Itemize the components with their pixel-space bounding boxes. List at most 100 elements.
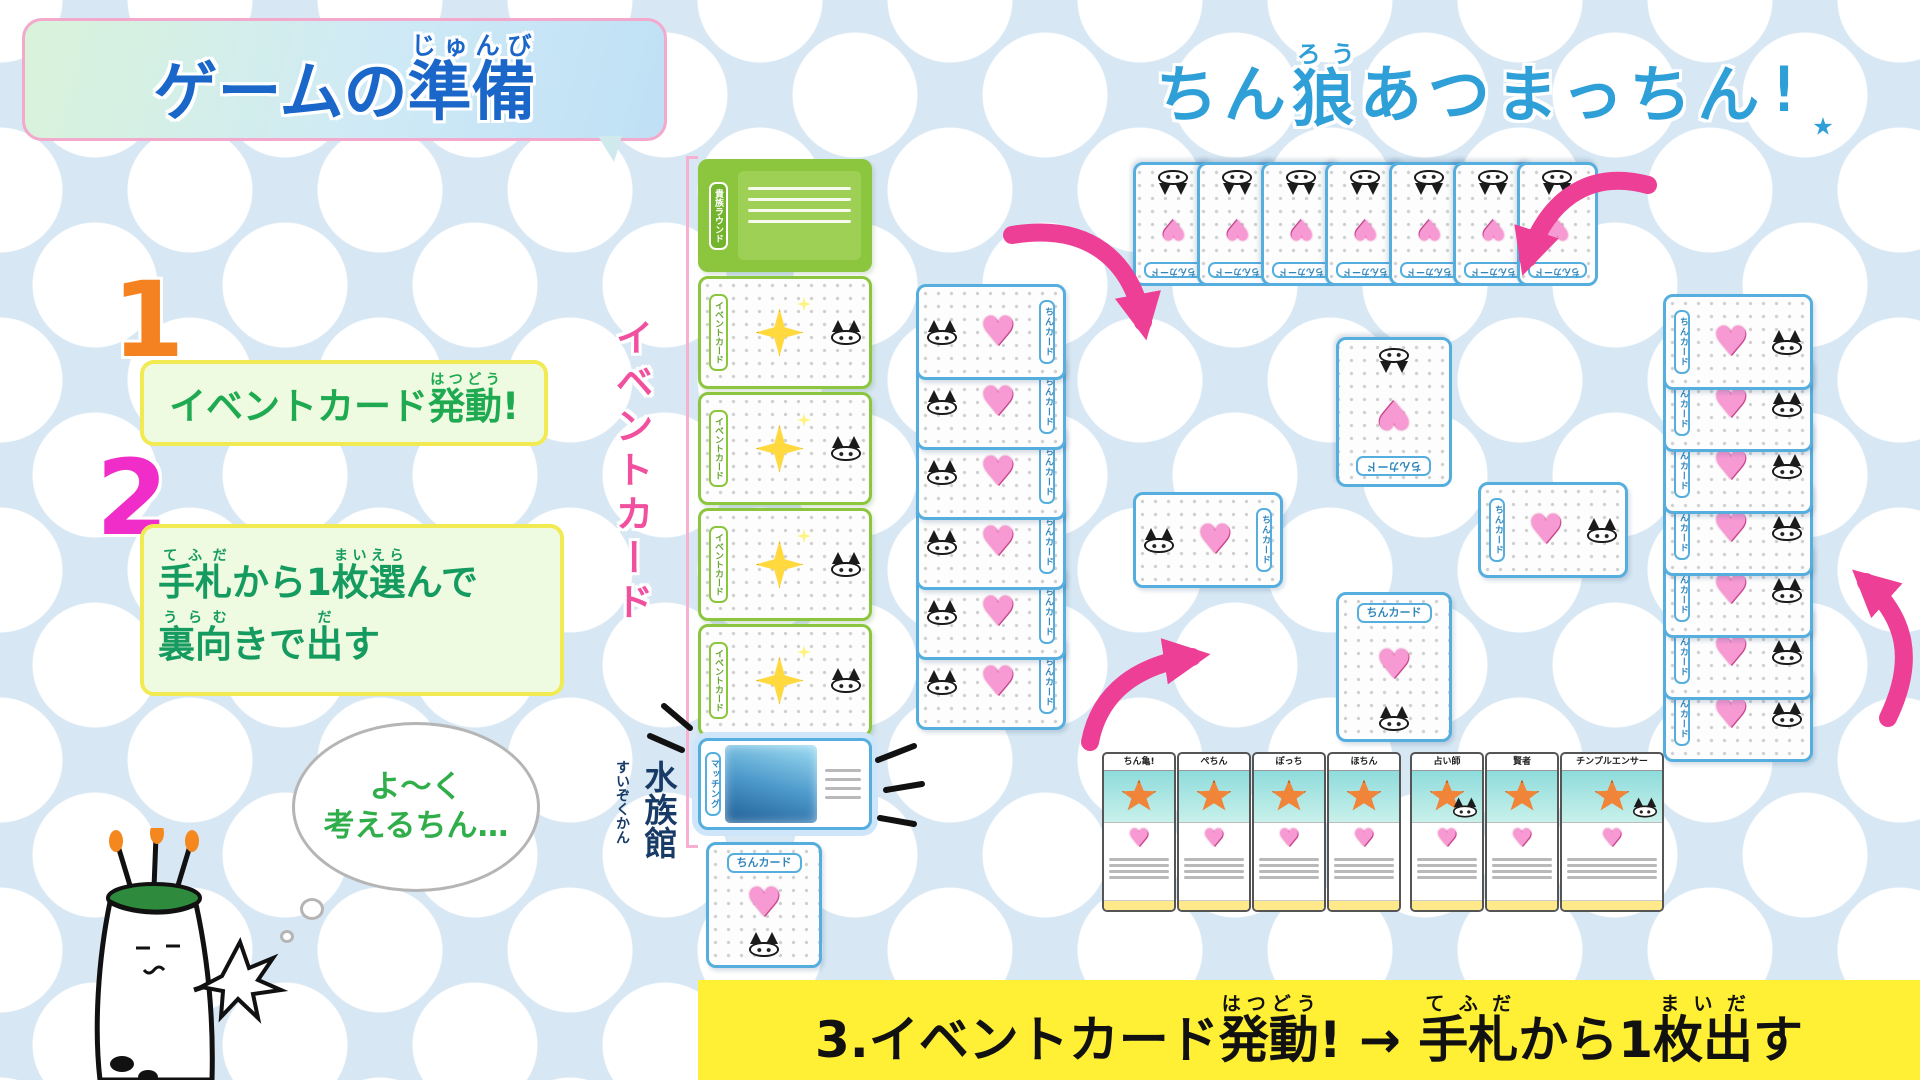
card-label-tab: ちんカード xyxy=(726,853,802,874)
event-card-back[interactable]: イベントカード xyxy=(698,392,872,505)
heart-icon xyxy=(980,382,1016,422)
character-card[interactable]: ほちん xyxy=(1327,752,1401,912)
sparkle-icon xyxy=(755,656,804,705)
starfish-icon xyxy=(1504,779,1540,811)
starfish-icon xyxy=(1271,779,1307,811)
step3-banner: 3.イベントカード発動はつどう! → 手札てふだから1枚出まいだす xyxy=(698,980,1920,1080)
chin-card-back[interactable]: ちんカード xyxy=(1517,162,1598,286)
wolf-icon xyxy=(1587,517,1617,543)
step3-text: 3.イベントカード発動はつどう! → 手札てふだから1枚出まいだす xyxy=(814,992,1804,1069)
card-text-area xyxy=(1179,853,1249,900)
wolf-icon xyxy=(831,668,861,693)
step-2-box: 手札てふだから1枚まい選えらんで 裏向うらむきで出だす xyxy=(140,524,564,696)
event-card-back[interactable]: イベントカード xyxy=(698,276,872,389)
arrow-bottom-left xyxy=(1081,638,1211,751)
chin-card-back[interactable]: ちんカード xyxy=(1336,337,1452,487)
aquarium-caption: すいぞくかん 水族館 xyxy=(614,760,678,859)
character-card[interactable]: 占い師 xyxy=(1410,752,1484,912)
card-text-area xyxy=(1562,853,1662,900)
wolf-icon xyxy=(831,320,861,345)
card-label-tab: イベントカード xyxy=(709,410,728,487)
wolf-icon xyxy=(927,669,957,695)
heart-icon xyxy=(1713,446,1749,486)
heart-icon xyxy=(1545,215,1570,243)
aquarium-event-card[interactable]: マッチング xyxy=(698,738,872,830)
sparkle-small-icon xyxy=(797,645,811,659)
game-logo: ちん狼ろう あつまっちん!★ xyxy=(1155,39,1840,145)
character-card[interactable]: 賢者 xyxy=(1485,752,1559,912)
card-text-area xyxy=(1487,853,1557,900)
card-text-area xyxy=(1329,853,1399,900)
character-card[interactable]: ぽっち xyxy=(1252,752,1326,912)
step-2-line-2: 裏向うらむきで出だす xyxy=(158,610,380,666)
wolf-icon xyxy=(1633,797,1657,818)
event-column-label: イベントカード xyxy=(609,318,653,626)
card-text-area xyxy=(1254,853,1324,900)
character-card[interactable]: ぺちん xyxy=(1177,752,1251,912)
wolf-icon xyxy=(1772,577,1802,603)
starfish-icon xyxy=(1594,779,1630,811)
event-column-bracket xyxy=(686,156,698,848)
wolf-icon xyxy=(1286,170,1317,195)
heart-icon xyxy=(1528,510,1564,550)
heart-icon xyxy=(1225,215,1250,243)
wolf-icon xyxy=(927,319,957,345)
wolf-icon xyxy=(1478,170,1509,195)
sparkle-small-icon xyxy=(797,297,811,311)
heart-icon xyxy=(1713,508,1749,548)
chin-card-back[interactable]: ちんカード xyxy=(1478,482,1628,578)
chin-card-back[interactable]: ちんカード xyxy=(1663,294,1813,390)
card-label-tab: イベントカード xyxy=(709,642,728,719)
card-text-area xyxy=(1412,853,1482,900)
wolf-icon xyxy=(1414,170,1445,195)
chin-card-back[interactable]: ちんカード xyxy=(916,284,1066,380)
wolf-icon xyxy=(1772,639,1802,665)
wolf-icon xyxy=(927,599,957,625)
page-title-box: ゲームの準備じゅんび xyxy=(22,18,667,141)
card-text-area xyxy=(738,171,861,260)
event-card-noble-round[interactable]: 貴族ラウンド xyxy=(698,159,872,272)
heart-icon xyxy=(1376,394,1412,434)
wolf-icon xyxy=(831,552,861,577)
chin-card-back[interactable]: ちんカード xyxy=(1133,492,1283,588)
thought-bubble-dot xyxy=(280,930,294,943)
chin-card-back[interactable]: ちんカード xyxy=(1336,592,1452,742)
wolf-icon xyxy=(831,436,861,461)
arrow-bottom-right xyxy=(1852,569,1913,727)
wolf-icon xyxy=(1772,701,1802,727)
starfish-icon xyxy=(1196,779,1232,811)
wolf-icon xyxy=(1222,170,1253,195)
wolf-icon xyxy=(927,389,957,415)
step-1-text: イベントカード発動はつどう! xyxy=(169,372,519,429)
step-1-box: イベントカード発動はつどう! xyxy=(140,360,548,446)
heart-icon xyxy=(1278,826,1300,850)
card-text-area xyxy=(1104,853,1174,900)
wolf-icon xyxy=(1158,170,1189,195)
wolf-icon xyxy=(1144,527,1174,553)
event-card-back[interactable]: イベントカード xyxy=(698,624,872,737)
card-label-tab: マッチング xyxy=(705,752,721,816)
step-2-line-1: 手札てふだから1枚まい選えらんで xyxy=(158,548,478,605)
character-card[interactable]: ちん亀! xyxy=(1102,752,1176,912)
heart-icon xyxy=(1197,520,1233,560)
sparkle-icon xyxy=(755,540,804,589)
chin-card-back[interactable]: ちんカード xyxy=(706,842,822,968)
card-label-tab: 貴族ラウンド xyxy=(709,181,728,250)
card-text-area xyxy=(821,745,865,823)
wolf-icon xyxy=(1772,453,1802,479)
aquarium-photo xyxy=(724,745,817,823)
wolf-icon xyxy=(1772,391,1802,417)
heart-icon xyxy=(1161,215,1186,243)
star-icon: ★ xyxy=(1812,104,1840,144)
sparkle-icon xyxy=(755,308,804,357)
heart-icon xyxy=(980,522,1016,562)
character-card[interactable]: チンプルエンサー xyxy=(1560,752,1664,912)
title-bubble-tail xyxy=(598,136,622,162)
heart-icon xyxy=(1417,215,1442,243)
heart-icon xyxy=(980,312,1016,352)
heart-icon xyxy=(1713,384,1749,424)
sparkle-icon xyxy=(755,424,804,473)
event-card-back[interactable]: イベントカード xyxy=(698,508,872,621)
heart-icon xyxy=(980,452,1016,492)
heart-icon xyxy=(1713,322,1749,362)
